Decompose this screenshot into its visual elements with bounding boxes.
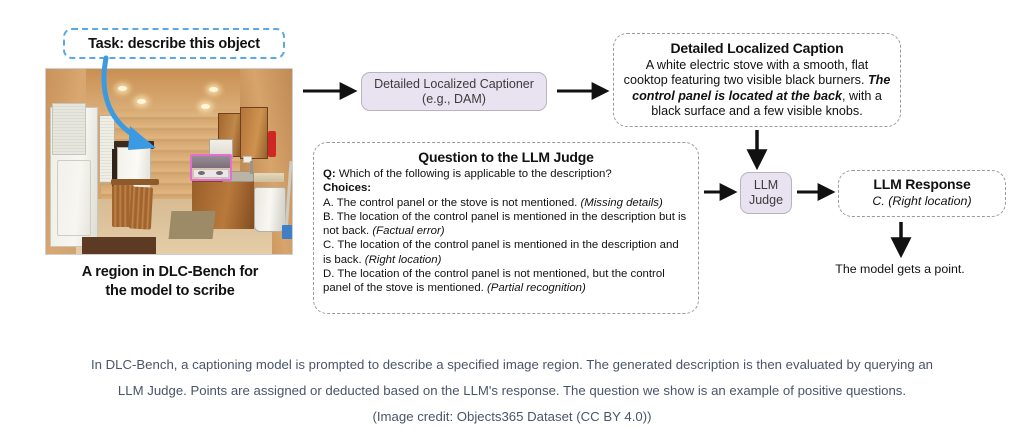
caption-text-part1: A white electric stove with a smooth, fl… <box>623 58 869 88</box>
final-note-text: The model gets a point. <box>835 262 965 276</box>
choice-b[interactable]: B. The location of the control panel is … <box>323 210 689 239</box>
question-to-llm-judge-box: Question to the LLM Judge Q: Which of th… <box>313 142 699 314</box>
ceiling-light-icon <box>209 87 218 92</box>
choice-b-tag: (Factual error) <box>372 225 445 238</box>
question-box-title: Question to the LLM Judge <box>418 149 594 165</box>
photo-floor-mat <box>82 237 156 254</box>
photo-upper-cabinet <box>240 107 268 159</box>
task-label-bubble: Task: describe this object <box>63 28 285 59</box>
region-pointer-arrow-icon <box>101 55 156 150</box>
choice-a[interactable]: A. The control panel or the stove is not… <box>323 196 689 210</box>
photo-chair <box>112 185 134 227</box>
task-label-text: Task: describe this object <box>88 35 260 52</box>
detailed-localized-caption-box: Detailed Localized Caption A white elect… <box>613 33 901 127</box>
photo-stove-burner <box>216 171 223 175</box>
photo-caption: A region in DLC-Bench for the model to s… <box>30 263 310 301</box>
choice-c-text: C. The location of the control panel is … <box>323 239 679 266</box>
choices-label: Choices: <box>323 182 372 195</box>
photo-stove-cooktop <box>193 169 229 178</box>
judge-line1: LLM <box>753 178 779 192</box>
question-line: Q: Which of the following is applicable … <box>323 167 689 181</box>
question-text: Which of the following is applicable to … <box>335 168 612 180</box>
captioner-line2: (e.g., DAM) <box>422 91 486 106</box>
ceiling-light-icon <box>201 104 210 109</box>
photo-scene <box>46 69 292 254</box>
question-label: Q: <box>323 168 336 180</box>
photo-caption-line1: A region in DLC-Bench for <box>81 264 259 280</box>
photo-window-blind <box>52 103 86 155</box>
llm-response-box: LLM Response C. (Right location) <box>838 170 1006 217</box>
photo-table <box>111 179 159 185</box>
caption-box-title: Detailed Localized Caption <box>670 40 844 56</box>
judge-line2: Judge <box>748 193 784 207</box>
photo-chair <box>128 186 154 230</box>
choice-d-tag: (Partial recognition) <box>487 282 586 295</box>
photo-trash-can <box>254 187 286 232</box>
photo-rug <box>168 211 216 239</box>
photo-stove-control-panel <box>192 156 230 168</box>
region-highlight-box <box>190 154 232 181</box>
question-box-body: Q: Which of the following is applicable … <box>323 167 689 296</box>
choice-c[interactable]: C. The location of the control panel is … <box>323 238 689 267</box>
ceiling-light-icon <box>137 99 146 104</box>
response-answer: C. (Right location) <box>872 194 972 208</box>
captioner-line1: Detailed Localized Captioner <box>374 76 534 91</box>
region-photo <box>45 68 293 255</box>
ceiling-light-icon <box>118 86 127 91</box>
choice-a-text: A. The control panel or the stove is not… <box>323 196 581 209</box>
choice-b-text: B. The location of the control panel is … <box>323 210 687 238</box>
llm-judge-node[interactable]: LLM Judge <box>740 172 792 214</box>
caption-text-emphasis: The control panel is located at the back <box>632 73 891 103</box>
image-credit: (Image credit: Objects365 Dataset (CC BY… <box>372 409 652 424</box>
choice-d-text: D. The location of the control panel is … <box>323 268 665 295</box>
response-box-title: LLM Response <box>873 176 971 192</box>
figure-caption-line1: In DLC-Bench, a captioning model is prom… <box>90 357 934 372</box>
photo-ceiling <box>86 69 264 115</box>
choice-c-tag: (Right location) <box>364 253 442 266</box>
caption-box-text: A white electric stove with a smooth, fl… <box>623 58 891 120</box>
photo-broom-head <box>282 225 292 239</box>
photo-outlet <box>243 156 252 163</box>
detailed-localized-captioner-node[interactable]: Detailed Localized Captioner (e.g., DAM) <box>361 72 547 111</box>
choice-d[interactable]: D. The location of the control panel is … <box>323 267 689 296</box>
figure-caption-line2: LLM Judge. Points are assigned or deduct… <box>117 383 907 398</box>
caption-text-part2: , with a black surface and a few visible… <box>651 88 882 119</box>
choice-a-tag: (Missing details) <box>580 196 663 209</box>
photo-stove-burner <box>198 171 205 175</box>
photo-faucet <box>250 161 253 174</box>
photo-fire-extinguisher <box>268 131 276 157</box>
figure-caption: In DLC-Bench, a captioning model is prom… <box>28 352 996 430</box>
photo-caption-line2: the model to scribe <box>105 283 235 299</box>
